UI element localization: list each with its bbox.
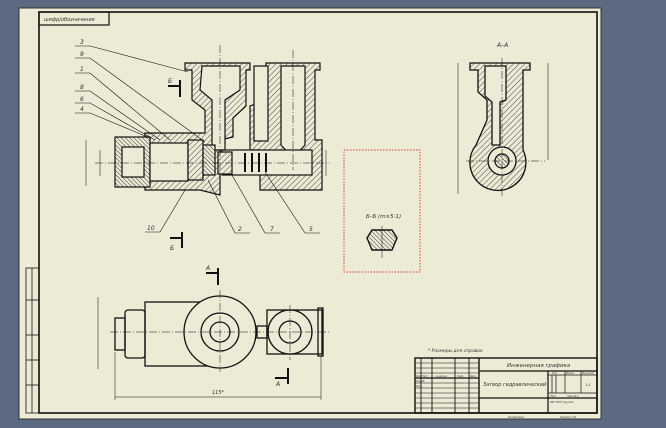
mark-label: Б	[170, 245, 174, 252]
callout-2: 2	[238, 226, 242, 233]
top-stamp: шифр/обозначение	[38, 11, 110, 26]
drawing-frame	[38, 11, 598, 414]
left-margin-stamps	[25, 267, 40, 414]
main-section-view[interactable]	[85, 45, 330, 196]
callout-numbers: 3 9 1 8 6 4 10 2 7 5	[80, 39, 313, 233]
callout-5: 5	[309, 226, 313, 233]
callout-10: 10	[147, 225, 155, 232]
sheets-label: Листов 1	[566, 394, 579, 398]
scale-value: 1:1	[585, 383, 591, 387]
mass-label: Масса	[566, 371, 574, 375]
col-header: Подп.	[457, 375, 464, 378]
callout-8: 8	[80, 84, 84, 91]
mark-label: А	[205, 265, 210, 272]
section-aa-label: А–А	[496, 42, 508, 49]
title-block-text: Инженерная графика Затвор гидравлический…	[416, 363, 594, 419]
section-mark-a-top: А	[205, 265, 219, 285]
organization: НИ ТПУ Группа	[550, 400, 574, 404]
col-header: Лист	[421, 375, 428, 378]
callout-9: 9	[80, 51, 84, 58]
title-block	[414, 357, 598, 414]
section-aa-view[interactable]	[457, 58, 549, 196]
mark-label: Б	[168, 78, 172, 85]
sheet-label: Лист	[549, 394, 557, 398]
row-label: Разраб.	[416, 380, 425, 383]
callout-4: 4	[80, 106, 84, 113]
section-bb-label: Б–Б (m×5:1)	[366, 214, 401, 220]
col-header: Изм.	[416, 375, 422, 378]
lit-label: Лит.	[551, 371, 558, 375]
callout-7: 7	[270, 226, 274, 233]
section-bb-view[interactable]: Б–Б (m×5:1)	[343, 149, 421, 273]
section-mark-a-bottom: А	[275, 368, 289, 388]
section-mark-b-top: Б	[168, 78, 181, 97]
scale-label: Масштаб	[582, 371, 594, 375]
callout-1: 1	[80, 66, 84, 73]
drawing-name: Затвор гидравлический	[483, 382, 547, 388]
top-view[interactable]	[97, 290, 330, 400]
mark-label: А	[275, 381, 280, 388]
col-header: Дата	[469, 375, 477, 378]
callout-3: 3	[80, 39, 84, 46]
reference-note: * Размеры для справок	[428, 348, 483, 354]
callout-leaders	[75, 45, 320, 234]
section-mark-b-bottom: Б	[170, 232, 183, 252]
stamp-top-text: шифр/обозначение	[44, 17, 95, 23]
callout-6: 6	[80, 96, 84, 103]
dimension-total-length: 115*	[212, 390, 225, 396]
copied-label: Копировал	[508, 415, 524, 419]
format-label: Формат А3	[560, 415, 576, 419]
subject-title: Инженерная графика	[507, 363, 571, 369]
row-label: Пров.	[416, 385, 423, 388]
col-header: № докум.	[435, 375, 448, 378]
